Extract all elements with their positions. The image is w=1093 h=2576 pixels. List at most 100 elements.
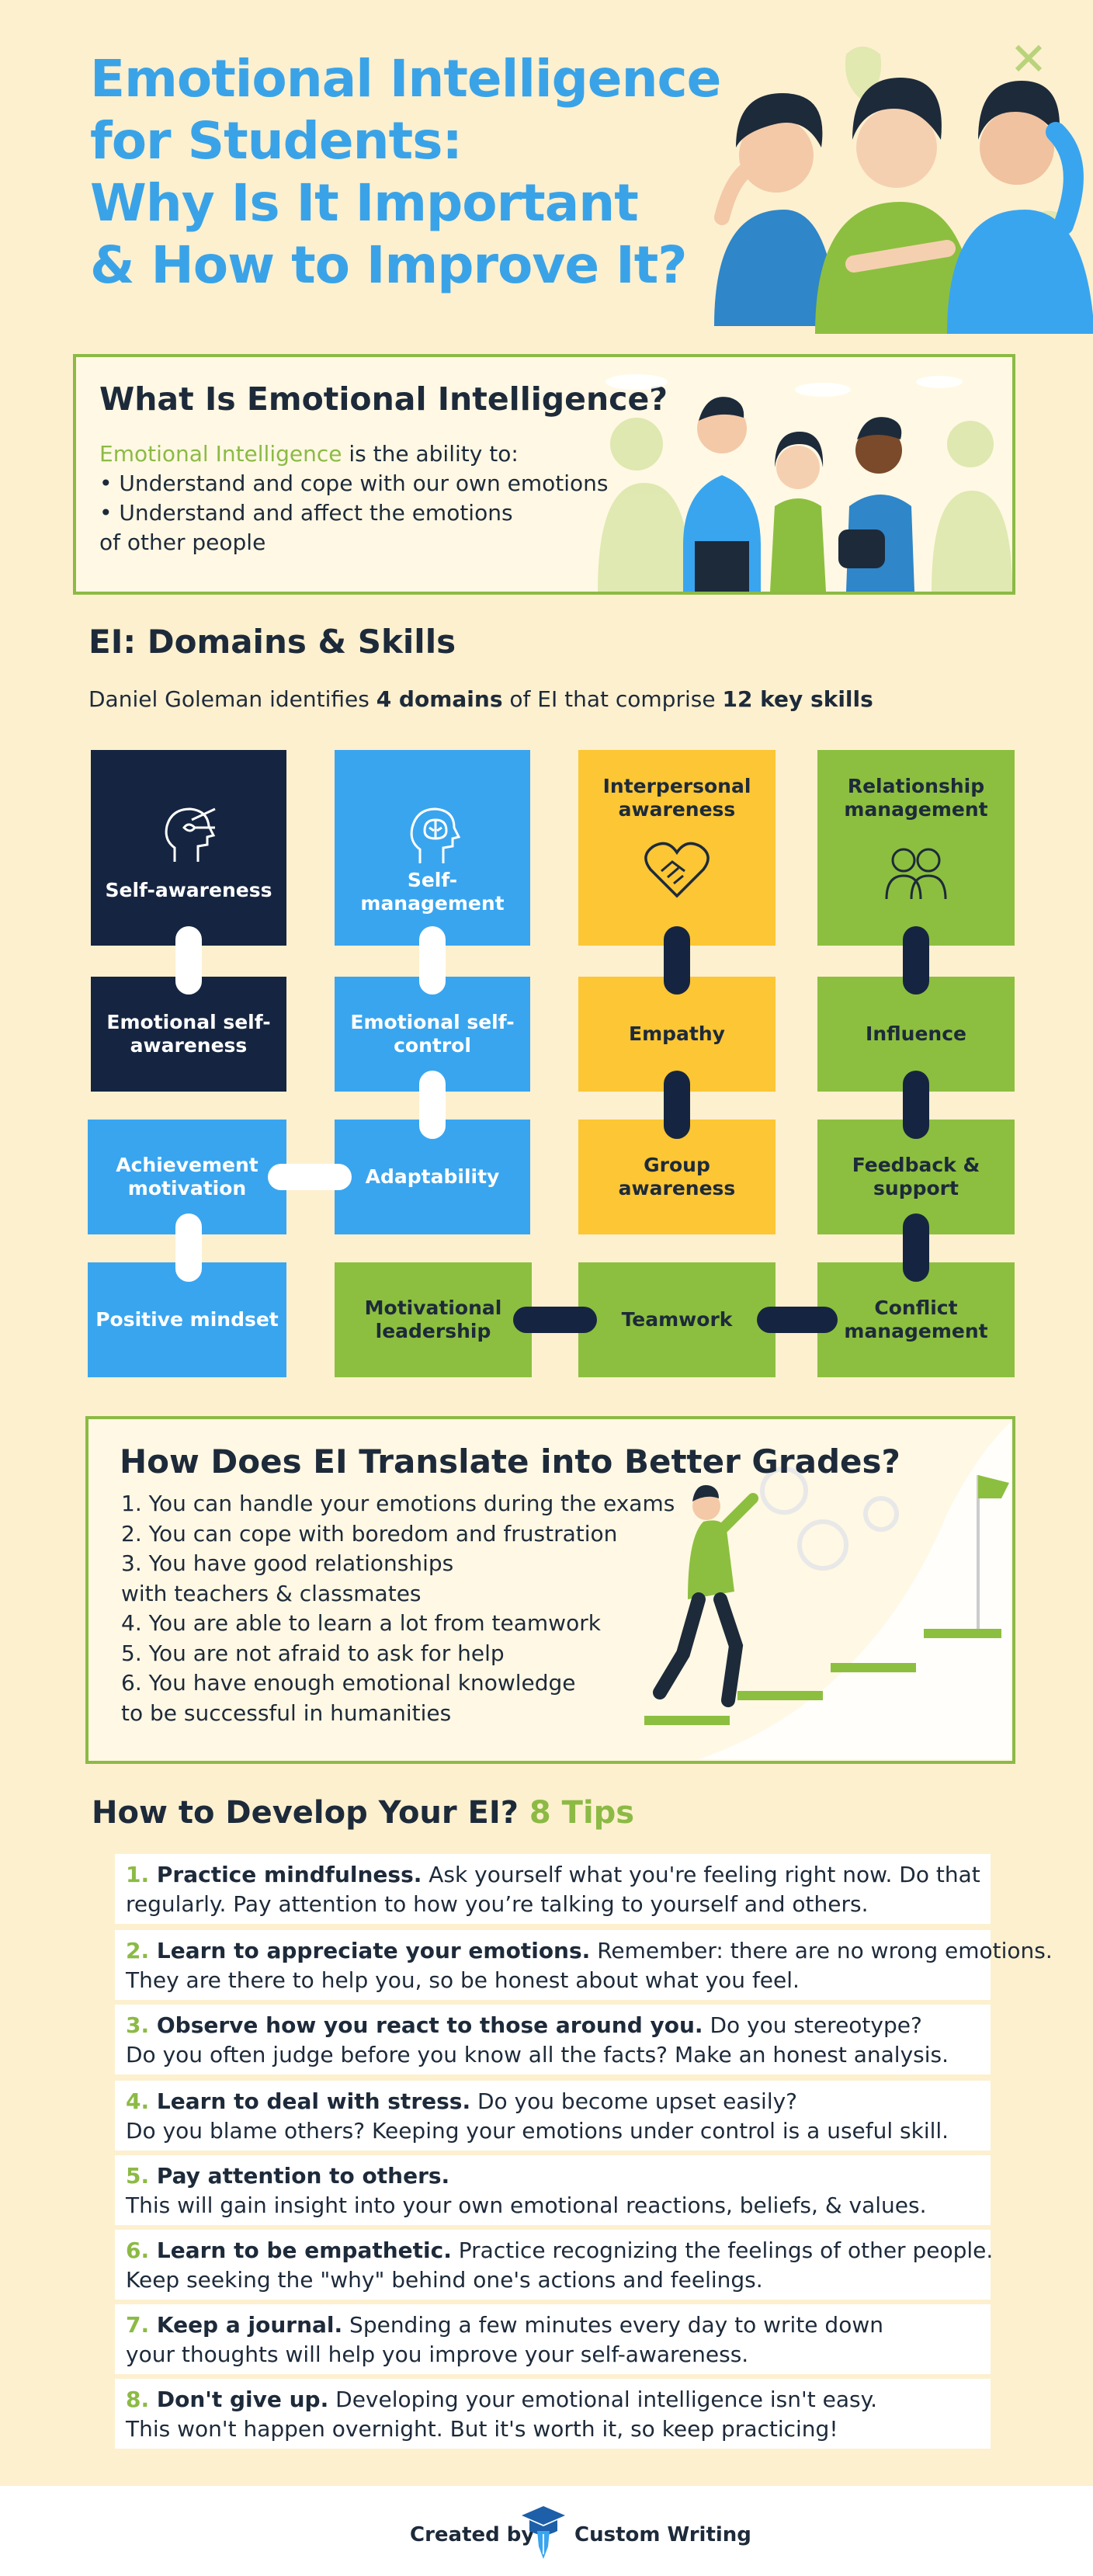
tip-num: 3. [126, 2012, 150, 2038]
tip-line2: Do you often judge before you know all t… [126, 2042, 949, 2067]
tip-line2: They are there to help you, so be honest… [126, 1967, 800, 1993]
definition-rest: is the ability to: [342, 441, 519, 467]
tile-motivational-leadership: Motivational leadership [335, 1262, 532, 1377]
domains-intro: Daniel Goleman identifies 4 domains of E… [88, 686, 873, 712]
tip-rest: Remember: there are no wrong emotions. [590, 1938, 1053, 1963]
grades-line-3: 3. You have good relationships [121, 1550, 454, 1576]
teamwork-label: Teamwork [621, 1308, 733, 1331]
tile-interpersonal-awareness: Interpersonal awareness [578, 750, 776, 946]
people-illustration [598, 374, 1012, 592]
tip-item-6: 6. Learn to be empathetic. Practice reco… [115, 2230, 994, 2300]
group-awareness-label: Group awareness [618, 1154, 736, 1199]
definition-bullet-2: • Understand and affect the emotions [99, 500, 513, 526]
tip-item-5: 5. Pay attention to others. This will ga… [115, 2155, 991, 2225]
tip-bold: Keep a journal. [149, 2312, 343, 2338]
tile-self-awareness: Self-awareness [91, 750, 286, 946]
positive-mindset-label: Positive mindset [95, 1308, 279, 1331]
what-is-ei-definition: Emotional Intelligence is the ability to… [99, 439, 608, 557]
domains-heading: EI: Domains & Skills [88, 623, 456, 661]
tip-item-8: 8. Don't give up. Developing your emotio… [115, 2379, 991, 2449]
tips-heading-b: 8 Tips [518, 1795, 635, 1831]
tile-self-management: Self-management [335, 750, 530, 946]
tip-line2: your thoughts will help you improve your… [126, 2342, 749, 2367]
tip-bold: Practice mindfulness. [149, 1862, 422, 1887]
stressed-students-illustration [714, 44, 1093, 334]
tip-bold: Learn to be empathetic. [149, 2238, 452, 2263]
tip-rest: Do you stereotype? [703, 2012, 922, 2038]
tip-line2: Keep seeking the "why" behind one's acti… [126, 2267, 763, 2293]
title-line-4: & How to Improve It? [90, 235, 688, 295]
tile-feedback-support: Feedback & support [817, 1120, 1015, 1234]
tip-num: 2. [126, 1938, 150, 1963]
definition-bullet-1: • Understand and cope with our own emoti… [99, 470, 609, 496]
title-line-2: for Students: [90, 111, 463, 171]
tip-rest: Practice recognizing the feelings of oth… [451, 2238, 994, 2263]
influence-label: Influence [866, 1022, 966, 1045]
relationship-label: Relationship management [844, 775, 988, 821]
tip-item-2: 2. Learn to appreciate your emotions. Re… [115, 1930, 1053, 2000]
achievement-label: Achievement motivation [116, 1154, 259, 1199]
tip-line2: regularly. Pay attention to how you’re t… [126, 1891, 869, 1917]
tile-empathy: Empathy [578, 977, 776, 1092]
emotional-self-control-label: Emotional self-control [350, 1011, 515, 1057]
intro-d: 12 key skills [722, 686, 873, 712]
tip-item-7: 7. Keep a journal. Spending a few minute… [115, 2304, 991, 2374]
self-awareness-label: Self-awareness [105, 879, 272, 901]
brand-name[interactable]: Custom Writing [574, 2523, 751, 2546]
graduation-cap-pen-logo-icon [522, 2506, 565, 2559]
tip-rest: Spending a few minutes every day to writ… [342, 2312, 883, 2338]
self-management-label: Self-management [360, 869, 505, 915]
adaptability-label: Adaptability [365, 1165, 500, 1188]
tile-achievement-motivation: Achievement motivation [88, 1120, 286, 1234]
tip-bold: Pay attention to others. [149, 2163, 450, 2189]
grades-line-4: with teachers & classmates [121, 1580, 422, 1606]
tile-teamwork: Teamwork [578, 1262, 776, 1377]
tip-num: 1. [126, 1862, 150, 1887]
grades-line-5: 4. You are able to learn a lot from team… [121, 1610, 601, 1636]
handshake-heart-icon [644, 842, 710, 898]
tip-item-3: 3. Observe how you react to those around… [115, 2005, 991, 2074]
tip-line2: This will gain insight into your own emo… [126, 2192, 927, 2218]
tips-heading-a: How to Develop Your EI? [92, 1795, 519, 1831]
grades-line-1: 1. You can handle your emotions during t… [121, 1491, 675, 1516]
tile-group-awareness: Group awareness [578, 1120, 776, 1234]
tip-num: 6. [126, 2238, 150, 2263]
tip-line2: Do you blame others? Keeping your emotio… [126, 2118, 949, 2144]
tile-influence: Influence [817, 977, 1015, 1092]
tip-num: 4. [126, 2088, 150, 2114]
self-awareness-icon [165, 807, 216, 862]
definition-bullet-2-cont: of other people [99, 529, 266, 555]
tile-positive-mindset: Positive mindset [88, 1262, 286, 1377]
tile-conflict-management: Conflict management [817, 1262, 1015, 1377]
conflict-label: Conflict management [844, 1297, 988, 1342]
tip-line2: This won't happen overnight. But it's wo… [126, 2416, 838, 2442]
intro-a: Daniel Goleman identifies [88, 686, 376, 712]
climbing-stairs-illustration [644, 1421, 1012, 1759]
tile-emotional-self-awareness: Emotional self-awareness [91, 977, 286, 1092]
tip-num: 5. [126, 2163, 150, 2189]
tip-bold: Learn to deal with stress. [149, 2088, 471, 2114]
motivational-leadership-label: Motivational leadership [364, 1297, 502, 1342]
tile-emotional-self-control: Emotional self-control [335, 977, 530, 1092]
two-people-icon [885, 848, 947, 900]
tip-rest: Ask yourself what you're feeling right n… [422, 1862, 980, 1887]
grades-line-8: to be successful in humanities [121, 1699, 452, 1726]
grades-line-6: 5. You are not afraid to ask for help [121, 1640, 505, 1666]
grades-list: 1. You can handle your emotions during t… [121, 1489, 675, 1728]
tip-num: 8. [126, 2387, 150, 2412]
tip-bold: Learn to appreciate your emotions. [149, 1938, 591, 1963]
empathy-label: Empathy [629, 1022, 725, 1045]
tip-rest: Developing your emotional intelligence i… [328, 2387, 878, 2412]
grades-line-7: 6. You have enough emotional knowledge [121, 1670, 576, 1696]
what-is-ei-heading: What Is Emotional Intelligence? [99, 380, 668, 418]
intro-b: 4 domains [376, 686, 503, 712]
emotional-self-awareness-label: Emotional self-awareness [106, 1011, 271, 1057]
tile-relationship-management: Relationship management [817, 750, 1015, 946]
page-title: Emotional Intelligence for Students: Why… [90, 48, 721, 297]
grades-heading: How Does EI Translate into Better Grades… [120, 1442, 900, 1481]
tip-item-4: 4. Learn to deal with stress. Do you bec… [115, 2081, 991, 2151]
tip-num: 7. [126, 2312, 150, 2338]
ei-term: Emotional Intelligence [99, 441, 342, 467]
created-by-label: Created by [410, 2523, 535, 2546]
interpersonal-label: Interpersonal awareness [602, 775, 751, 821]
